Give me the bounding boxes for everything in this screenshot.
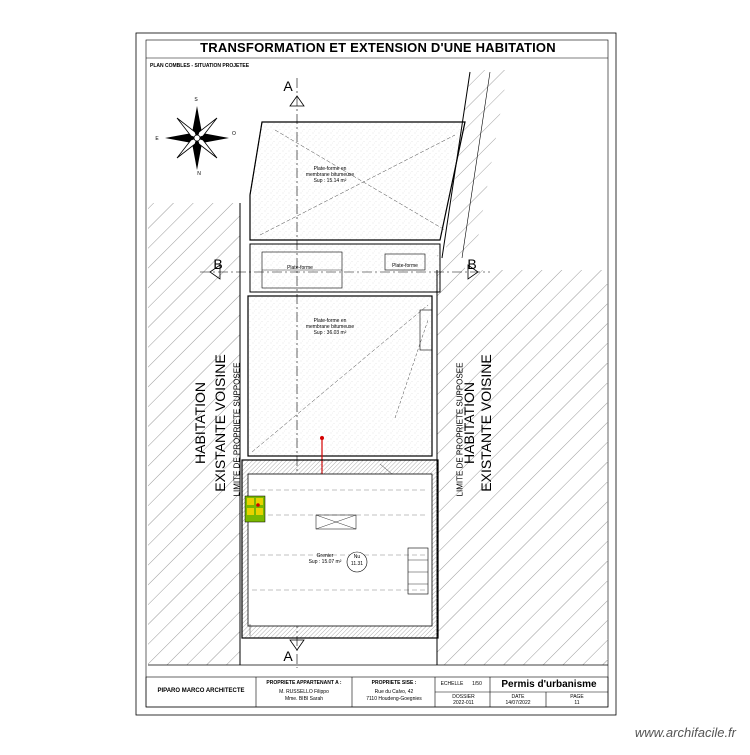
date-label: DATE	[511, 694, 525, 700]
section-b-left-label: B	[213, 256, 223, 272]
section-a-bottom-label: A	[283, 648, 293, 664]
watermark: www.archifacile.fr	[634, 725, 736, 740]
left-property-limit: LIMITE DE PROPRIETE SUPPOSEE	[232, 362, 242, 497]
upper-roof-label-3: Sup : 15.14 m²	[313, 178, 347, 184]
owner-label: PROPRIETE APPARTENANT A :	[266, 680, 342, 686]
section-a-top-arrow	[289, 95, 305, 107]
lower-roof-label-1: Plate-forme en	[313, 318, 347, 324]
title-block	[145, 676, 609, 708]
room-area: Sup : 15.07 m²	[308, 559, 342, 565]
owner-name-2: Mme. BIBI Sarah	[284, 696, 324, 702]
dossier-value: 2022-011	[453, 700, 474, 706]
right-neighbor-line2: EXISTANTE VOISINE	[478, 354, 494, 492]
permit-title: Permis d'urbanisme	[501, 679, 597, 690]
section-a-bottom-arrow	[289, 639, 305, 651]
lower-roof	[247, 295, 433, 457]
left-neighbor-hatch	[148, 203, 240, 665]
owner-name-1: M. RUSSELLO Filippo	[279, 689, 329, 695]
page-label: PAGE	[570, 694, 584, 700]
site-address-2: 7110 Houdeng-Goegnies	[366, 696, 422, 702]
room-tag-line2: 11.31	[350, 561, 364, 567]
room-name: Grenier	[316, 553, 334, 559]
drawing-title: TRANSFORMATION ET EXTENSION D'UNE HABITA…	[200, 40, 556, 55]
lower-roof-label-2: membrane bitumeuse	[305, 324, 355, 330]
compass-s-label: S	[194, 97, 198, 103]
mid-roof-label-left: Plate-forme	[287, 265, 313, 271]
sheet-border	[135, 32, 617, 716]
compass-n-label: N	[197, 171, 201, 177]
right-neighbor-line1: HABITATION	[461, 382, 477, 464]
left-neighbor-line2: EXISTANTE VOISINE	[212, 354, 228, 492]
compass-o-label: O	[232, 131, 236, 137]
grenier-room	[241, 459, 439, 639]
upper-roof	[249, 121, 466, 241]
dossier-label: DOSSIER	[452, 694, 475, 700]
upper-roof-label-1: Plate-forme en	[313, 166, 347, 172]
compass-rose	[165, 106, 229, 170]
site-label: PROPRIETE SISE :	[371, 680, 417, 686]
upper-roof-label-2: membrane bitumeuse	[305, 172, 355, 178]
drawing-subtitle: PLAN COMBLES - SITUATION PROJETEE	[150, 63, 250, 69]
scale-value: 1/50	[472, 681, 482, 687]
section-a-top-label: A	[283, 78, 293, 94]
compass-e-label: E	[155, 136, 159, 142]
page-value: 11	[574, 700, 580, 706]
section-b-right-label: B	[467, 256, 477, 272]
middle-roof	[249, 243, 441, 293]
room-tag-circle	[346, 551, 368, 573]
lower-roof-label-3: Sup : 36.03 m²	[313, 330, 347, 336]
left-neighbor-line1: HABITATION	[192, 382, 208, 464]
date-value: 14/07/2022	[505, 700, 531, 706]
architect-name: PIPARO MARCO ARCHITECTE	[157, 688, 245, 694]
room-tag-line1: Nu	[353, 554, 361, 560]
scale-label: ECHELLE	[440, 681, 464, 687]
site-address-1: Rue du Calvo, 42	[374, 689, 414, 695]
mid-roof-label-right: Plate-forme	[392, 263, 418, 269]
